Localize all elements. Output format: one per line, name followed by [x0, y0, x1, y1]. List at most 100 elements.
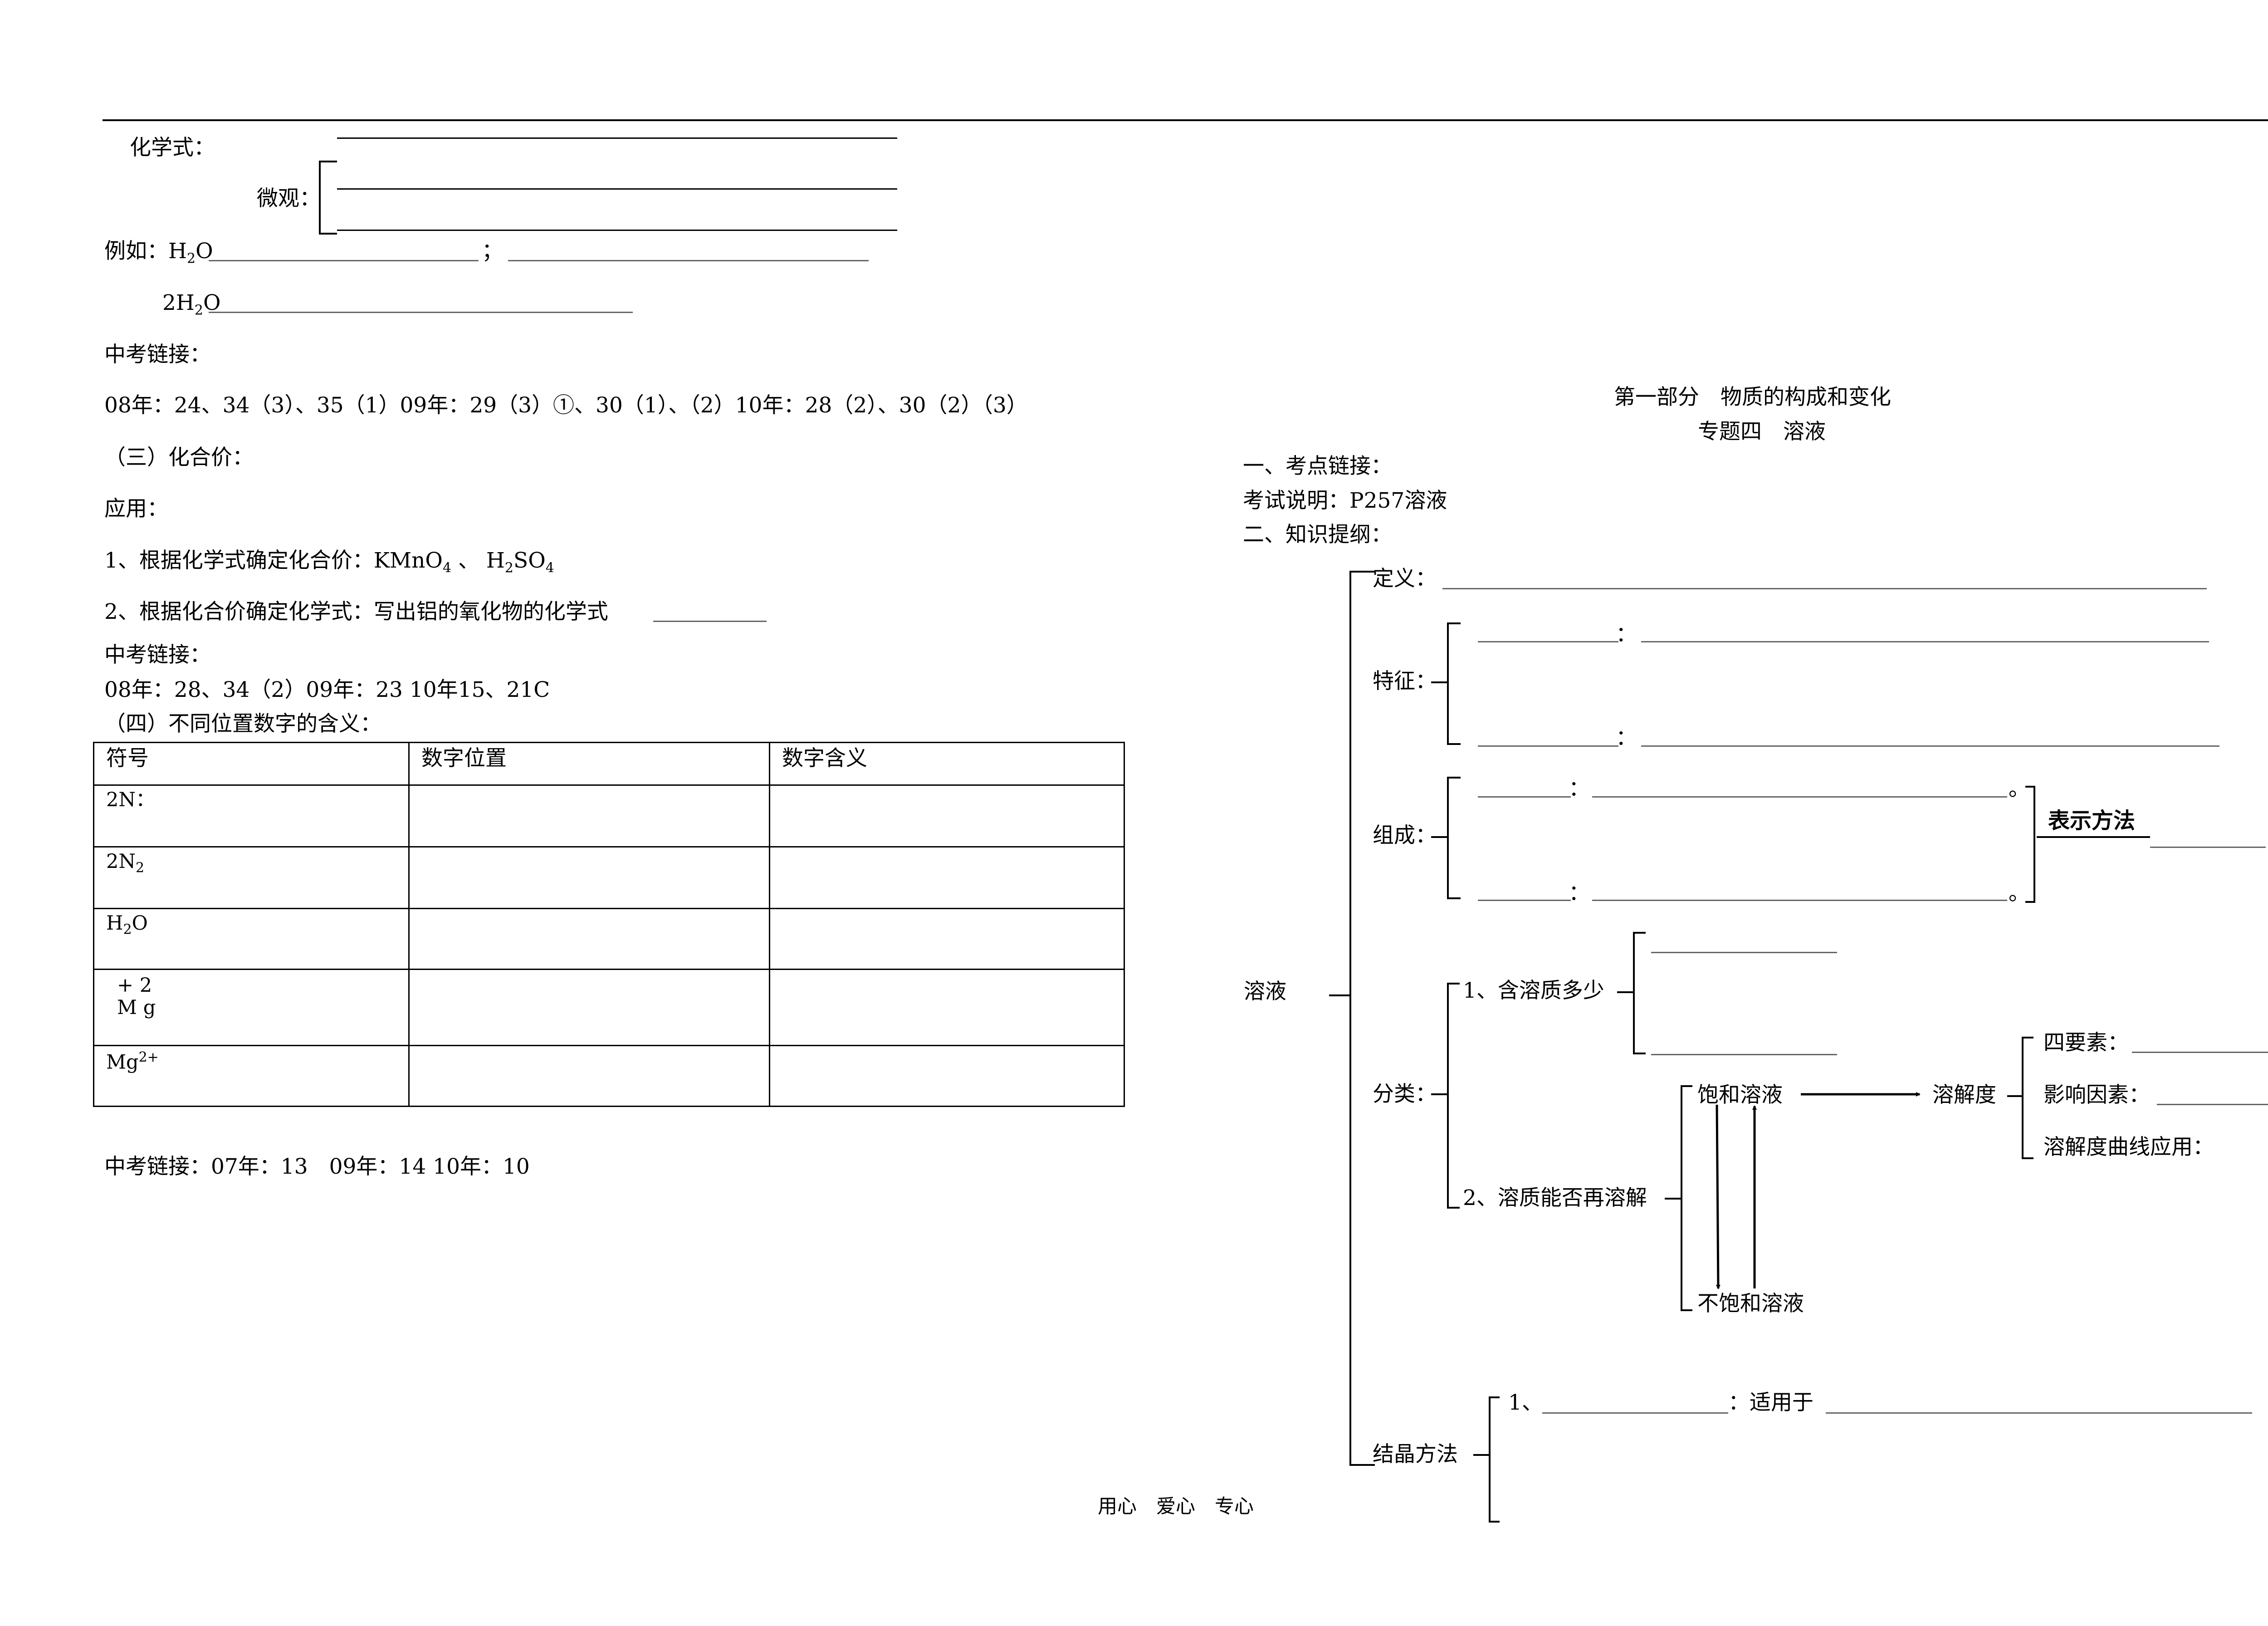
section-1-heading: 一、考点链接： [1243, 454, 1392, 479]
crystallization-blank-2 [1826, 1412, 2252, 1414]
feature-connector [1431, 681, 1447, 683]
cell-blank [769, 846, 1125, 909]
class2-connector [1665, 1198, 1681, 1200]
four-elements-blank [2132, 1052, 2268, 1053]
classification-label: 分类： [1373, 1082, 1437, 1107]
tree-root-label: 溶液 [1244, 979, 1286, 1004]
definition-blank [1442, 588, 2207, 589]
root-connector [1329, 994, 1351, 996]
composition-colon-1: ： [1569, 776, 1590, 801]
part-title: 第一部分 物质的构成和变化 [1614, 385, 1891, 410]
feature-blank-a2 [1478, 745, 1618, 747]
composition-blank-b1 [1592, 796, 2007, 798]
exam-note: 考试说明：P257溶液 [1243, 488, 1447, 513]
example-blank-3 [209, 312, 633, 313]
feature-bracket [1447, 622, 1461, 745]
class1-connector [1617, 991, 1633, 993]
crystallization-item-1-mid: ：适用于 [1728, 1390, 1813, 1415]
feature-label: 特征： [1373, 669, 1437, 694]
example-h2o: H [168, 239, 187, 264]
solubility-connector [2007, 1095, 2022, 1097]
exam-link-text-1: 08年：24、34（3）、35（1）09年：29（3）①、30（1）、（2）10… [104, 393, 1028, 418]
composition-blank-b2 [1592, 900, 2007, 901]
example-blank-1 [209, 260, 479, 261]
micro-label: 微观： [257, 186, 321, 211]
cell-blank [408, 846, 770, 909]
cell-blank [769, 908, 1125, 970]
table-row: H2O [93, 908, 1125, 970]
footer-center: 用心 爱心 专心 [1098, 1495, 1254, 1518]
factors-label: 影响因素： [2043, 1082, 2150, 1107]
feature-blank-a1 [1478, 641, 1618, 642]
exam-link-label-2: 中考链接： [104, 642, 211, 667]
table-header-position: 数字位置 [408, 742, 770, 786]
class-by-redissolve: 2、溶质能否再溶解 [1463, 1185, 1647, 1210]
composition-colon-2: ： [1569, 881, 1590, 906]
cell-blank [408, 969, 770, 1046]
main-bracket [1349, 571, 1375, 1466]
representation-label: 表示方法 [2048, 808, 2136, 833]
micro-blank-2 [337, 230, 897, 231]
section-2-heading: 二、知识提纲： [1243, 522, 1392, 547]
classification-connector [1431, 1093, 1447, 1095]
cell-blank [408, 784, 770, 847]
composition-right-bracket [2025, 786, 2035, 903]
example-blank-2 [508, 260, 869, 261]
example-line: 例如：H2O [104, 239, 213, 267]
composition-blank-a2 [1478, 900, 1571, 901]
crystallization-blank-1 [1542, 1412, 1728, 1414]
example-2h2o: 2H2O [162, 290, 221, 318]
row-symbol-h2o: H2O [93, 908, 410, 970]
cell-blank [408, 908, 770, 970]
class-by-solute-amount: 1、含溶质多少 [1463, 978, 1604, 1003]
micro-blank-1 [337, 188, 897, 190]
row-symbol-2n2: 2N2 [93, 846, 410, 909]
feature-blank-b1 [1641, 641, 2209, 642]
class1-blank-1 [1651, 952, 1837, 953]
representation-underline [2037, 836, 2150, 838]
conversion-arrows [1716, 1092, 1921, 1289]
row-symbol-mg-ion: Mg2+ [93, 1045, 410, 1107]
example-separator: ； [482, 239, 503, 264]
definition-label: 定义： [1373, 566, 1437, 591]
micro-bracket [319, 161, 337, 235]
arrow-to-unsaturated [1716, 1104, 1721, 1289]
representation-blank [2150, 847, 2266, 848]
composition-period-1: 。 [2009, 776, 2030, 801]
table-title: （四）不同位置数字的含义： [104, 711, 381, 736]
application-label: 应用： [104, 496, 168, 521]
composition-period-2: 。 [2009, 881, 2030, 906]
crystallization-bracket [1489, 1396, 1500, 1523]
table-header-row: 符号 数字位置 数字含义 [93, 742, 1125, 786]
four-elements-label: 四要素： [2043, 1030, 2129, 1055]
exam-link-text-3: 中考链接：07年：13 09年：14 10年：10 [104, 1154, 530, 1179]
unsaturated-solution: 不饱和溶液 [1697, 1291, 1804, 1316]
application-1: 1、根据化学式确定化合价：KMnO4 、 H2SO4 [104, 548, 554, 576]
application-2-blank [653, 621, 767, 622]
solubility-label: 溶解度 [1932, 1082, 1996, 1107]
table-header-meaning: 数字含义 [769, 742, 1125, 786]
solubility-bracket [2022, 1037, 2033, 1159]
cell-blank [769, 969, 1125, 1046]
topic-title: 专题四 溶液 [1698, 419, 1826, 444]
class1-blank-2 [1651, 1054, 1837, 1055]
top-rule [103, 119, 2268, 121]
crystallization-label: 结晶方法 [1373, 1442, 1458, 1467]
composition-bracket [1447, 777, 1461, 899]
solubility-curve-label: 溶解度曲线应用： [2043, 1135, 2214, 1160]
table-row: 2N2 [93, 846, 1125, 909]
classification-bracket [1447, 983, 1460, 1209]
composition-connector [1431, 836, 1447, 838]
row-symbol-2n: 2N： [93, 784, 410, 847]
table-row: Mg2+ [93, 1045, 1125, 1107]
cell-blank [408, 1045, 770, 1107]
table-row: 2N： [93, 784, 1125, 847]
table-header-symbol: 符号 [93, 742, 410, 786]
crystallization-connector [1473, 1454, 1489, 1456]
feature-colon-1: ： [1616, 622, 1637, 647]
application-2: 2、根据化合价确定化学式：写出铝的氧化物的化学式 [104, 599, 608, 624]
composition-label: 组成： [1373, 823, 1437, 848]
